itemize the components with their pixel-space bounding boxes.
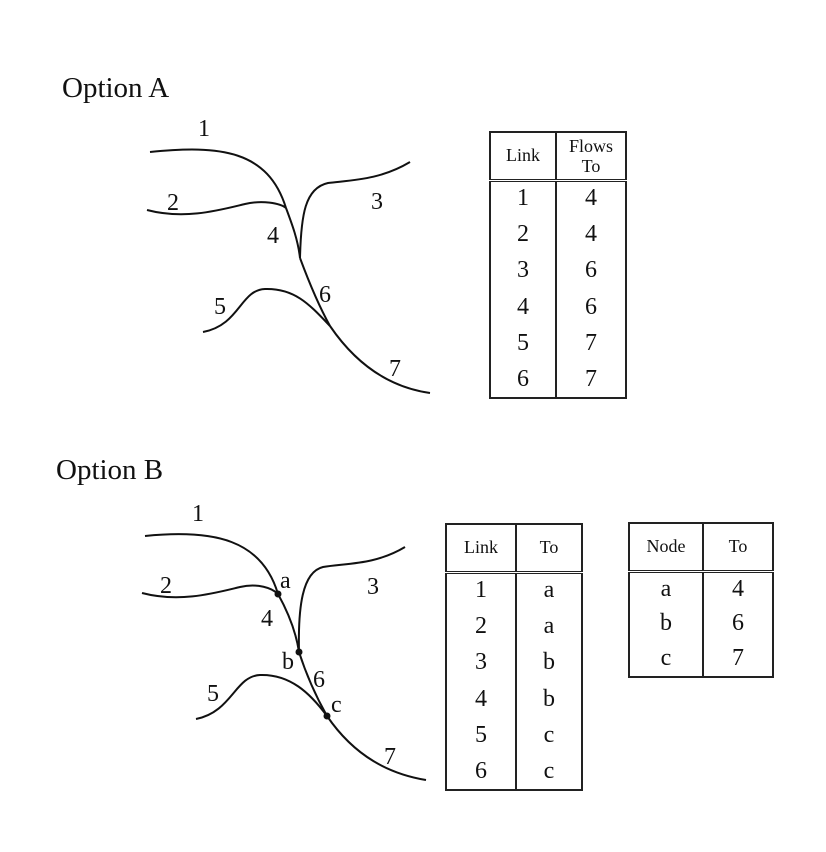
option-b-node-label-b: b [282, 649, 294, 675]
table-row: 2 a [446, 608, 582, 645]
option-b-link-3 [297, 546, 406, 653]
flows-to-cell: 7 [555, 325, 626, 362]
link-header: Link [490, 132, 556, 182]
flows-to-cell: 4 [555, 180, 626, 217]
node-cell: a [660, 575, 672, 602]
link-cell: 6 [475, 757, 487, 784]
table-row: 3 b [446, 644, 582, 681]
node-cell: b [660, 610, 672, 637]
option-a-label-4: 4 [267, 223, 279, 249]
option-a-link-5 [202, 287, 331, 333]
link-cell: 3 [475, 649, 487, 676]
option-b-heading: Option B [56, 454, 164, 486]
option-b-network [141, 533, 427, 781]
table-row: 1 a [446, 572, 582, 609]
option-a-heading: Option A [62, 72, 170, 104]
to-cell: b [515, 680, 582, 718]
option-b-label-1: 1 [192, 501, 204, 527]
to-cell: a [515, 608, 582, 645]
option-a-network [146, 148, 431, 394]
table-row: a 4 [629, 571, 773, 607]
option-b-label-5: 5 [207, 681, 219, 707]
link-header: Link [446, 524, 516, 574]
option-b-labels: 1 2 3 4 5 6 7 a b c [160, 501, 396, 770]
option-b-label-4: 4 [261, 606, 273, 632]
option-a-link-1 [149, 148, 287, 209]
option-b-node-table: Node To a 4 b 6 c 7 [628, 522, 774, 678]
link-cell: 6 [517, 365, 529, 392]
option-b-link-6 [298, 651, 328, 717]
option-a-label-2: 2 [167, 190, 179, 216]
table-row: 3 6 [490, 252, 626, 289]
option-a-link-2 [146, 201, 287, 216]
flows-to-cell: 4 [555, 216, 626, 253]
table-row: 1 4 [490, 180, 626, 217]
to-header: To [702, 523, 773, 573]
option-a-link-7 [329, 325, 431, 394]
table-row: 4 6 [490, 288, 626, 326]
to-header: To [515, 524, 582, 574]
option-a-link-3 [299, 161, 411, 259]
link-cell: 1 [517, 185, 529, 212]
option-b-link-4 [277, 593, 300, 653]
option-a-link-4 [285, 207, 301, 259]
to-header-word: To [581, 155, 601, 176]
flows-to-header: Flows To [555, 132, 626, 182]
link-cell: 5 [475, 721, 487, 748]
option-a-labels: 1 2 3 4 5 6 7 [167, 116, 401, 382]
to-cell: 7 [702, 641, 773, 677]
option-a-label-6: 6 [319, 282, 331, 308]
option-b-node-label-c: c [331, 692, 342, 718]
flows-to-cell: 6 [555, 288, 626, 326]
option-b-label-7: 7 [384, 744, 396, 770]
option-a-link-6 [299, 257, 331, 327]
flows-to-cell: 6 [555, 252, 626, 289]
node-header: Node [629, 523, 703, 573]
to-cell: c [515, 717, 582, 754]
flows-to-cell: 7 [555, 361, 626, 398]
option-b-label-6: 6 [313, 667, 325, 693]
option-a-label-5: 5 [214, 294, 226, 320]
option-b-link-2 [141, 584, 279, 599]
option-b-label-3: 3 [367, 574, 379, 600]
option-b-link-table: Link To 1 a 2 a 3 b 4 b 5 c 6 c [445, 523, 583, 791]
to-cell: a [515, 572, 582, 609]
link-cell: 1 [475, 577, 487, 604]
option-a-flows-table: Link Flows To 1 4 2 4 3 6 4 6 5 7 6 [489, 131, 627, 399]
option-b-nodes [274, 590, 331, 720]
to-cell: 4 [702, 571, 773, 607]
table-row: 6 c [446, 753, 582, 790]
table-row: 5 7 [490, 325, 626, 362]
node-a-dot [274, 590, 282, 598]
table-row: c 7 [629, 641, 773, 677]
link-cell: 4 [475, 685, 487, 712]
link-cell: 5 [517, 329, 529, 356]
to-cell: b [515, 644, 582, 681]
option-a-label-3: 3 [371, 189, 383, 215]
link-cell: 4 [517, 293, 529, 320]
table-row: 5 c [446, 717, 582, 754]
link-cell: 3 [517, 257, 529, 284]
option-a-label-1: 1 [198, 116, 210, 142]
option-b-label-2: 2 [160, 573, 172, 599]
link-cell: 2 [517, 220, 529, 247]
option-b-link-7 [326, 715, 427, 781]
table-row: b 6 [629, 606, 773, 642]
table-row: 2 4 [490, 216, 626, 253]
option-b-link-1 [144, 533, 279, 595]
to-cell: 6 [702, 606, 773, 642]
flows-header-word: Flows [568, 135, 613, 156]
node-c-dot [323, 712, 331, 720]
to-cell: c [515, 753, 582, 790]
node-b-dot [295, 648, 303, 656]
link-cell: 2 [475, 612, 487, 639]
option-b-link-5 [195, 673, 328, 720]
node-cell: c [660, 645, 672, 672]
option-b-node-label-a: a [280, 568, 291, 594]
table-row: 4 b [446, 680, 582, 718]
table-row: 6 7 [490, 361, 626, 398]
option-a-label-7: 7 [389, 356, 401, 382]
